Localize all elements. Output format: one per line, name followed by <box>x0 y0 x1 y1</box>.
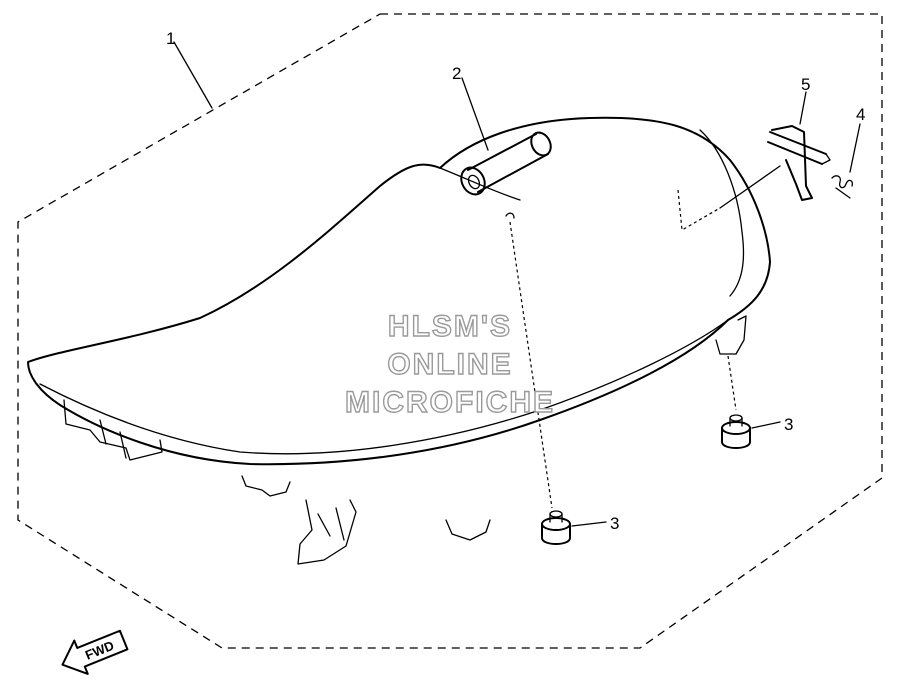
part-2-tube <box>460 131 552 196</box>
callout-3-left: 3 <box>610 514 619 533</box>
assembly-boundary <box>17 13 883 649</box>
seat-top-edge <box>439 167 521 201</box>
part-5-hook <box>767 125 831 201</box>
seat-body <box>27 116 771 565</box>
bracket-center <box>241 475 291 497</box>
part-3-damper-left <box>541 510 571 545</box>
bracket-front-left-detail <box>99 419 127 459</box>
seat-side-panel <box>699 129 745 297</box>
bracket-rear-left <box>297 499 357 565</box>
assembly-lines <box>505 165 781 509</box>
callout-3-right: 3 <box>784 415 793 434</box>
watermark-line-1: HLSM'S <box>388 310 512 343</box>
seat-lower-edge <box>39 319 729 455</box>
leader-lines <box>173 41 861 527</box>
seat-outline <box>27 116 771 466</box>
part-4-spring <box>831 175 854 199</box>
side-mount <box>715 315 747 355</box>
watermark: HLSM'S ONLINE MICROFICHE <box>344 309 555 419</box>
bracket-front-left <box>63 399 163 461</box>
watermark-line-3: MICROFICHE <box>345 386 555 419</box>
fwd-label: FWD <box>83 638 116 663</box>
watermark-line-2: ONLINE <box>387 348 512 381</box>
callout-1: 1 <box>166 29 175 48</box>
bracket-rear-left-detail <box>317 507 345 541</box>
callout-5: 5 <box>801 75 810 94</box>
fwd-arrow-icon: FWD <box>61 629 129 675</box>
rear-mount <box>445 519 491 541</box>
callout-2: 2 <box>452 64 461 83</box>
part-3-damper-right <box>721 414 751 449</box>
callout-4: 4 <box>856 105 865 124</box>
